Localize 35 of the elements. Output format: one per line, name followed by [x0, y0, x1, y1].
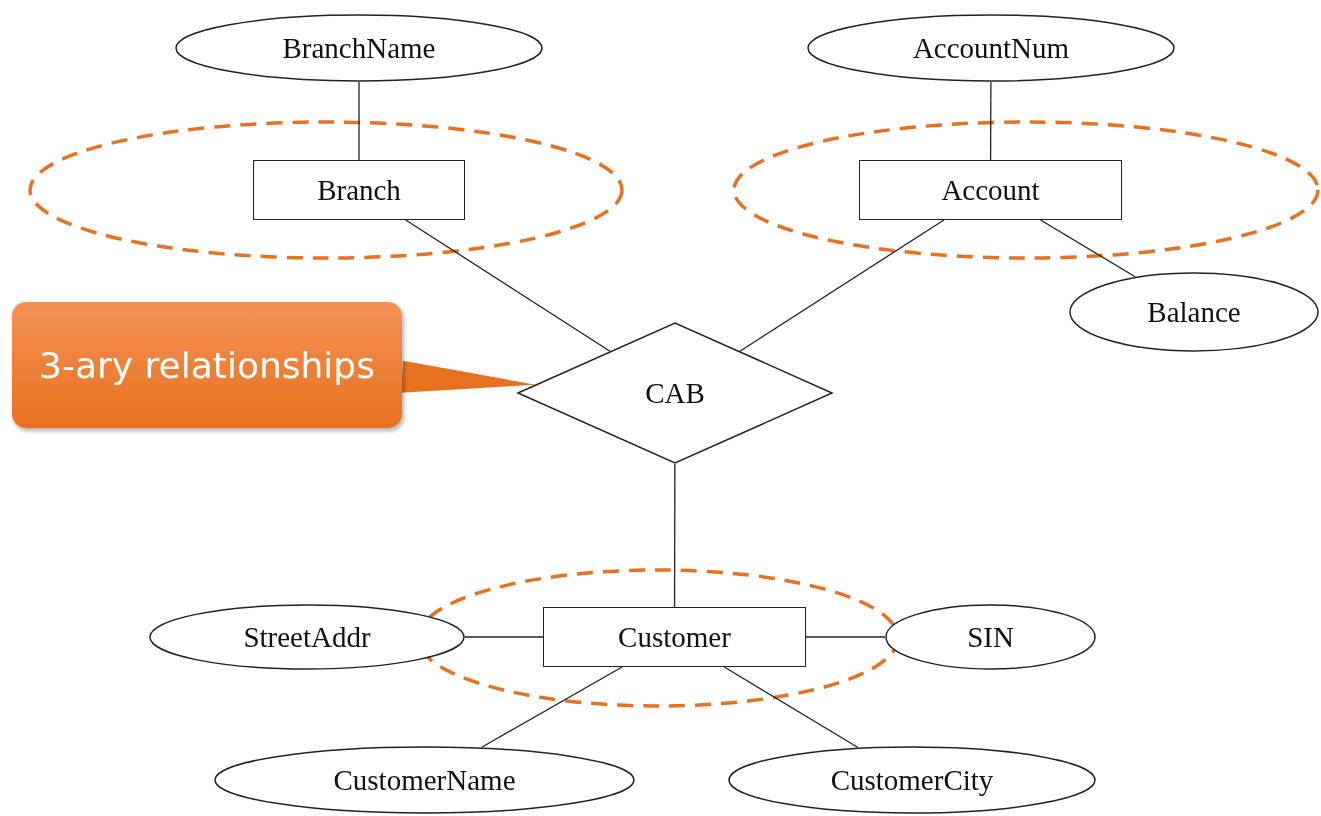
- connector-line: [723, 666, 859, 749]
- connector-line: [481, 666, 623, 748]
- entity-box: [543, 607, 806, 667]
- attribute-name: AccountNum: [912, 31, 1070, 65]
- callout-pointer: [401, 360, 536, 393]
- attribute-name: SIN: [967, 620, 1014, 654]
- attribute-ellipse: [149, 604, 465, 670]
- connector-line: [1039, 219, 1136, 278]
- attribute-ellipse: [214, 746, 635, 814]
- attribute-name: CustomerName: [333, 763, 516, 797]
- connector-line: [989, 81, 992, 161]
- connector-line: [805, 636, 886, 638]
- attribute-name: StreetAddr: [243, 620, 371, 654]
- entity-name: Account: [941, 173, 1040, 207]
- attribute-ellipse: [1069, 272, 1319, 352]
- attribute-ellipse: [885, 604, 1096, 670]
- attribute-name: CustomerCity: [830, 763, 994, 797]
- connector-line: [405, 219, 611, 352]
- entity-box: [859, 160, 1122, 220]
- callout-text: 3-ary relationships: [39, 343, 375, 388]
- attribute-name: Balance: [1147, 295, 1241, 329]
- relationship-name: CAB: [645, 376, 705, 410]
- attribute-ellipse: [807, 14, 1175, 82]
- connector-line: [739, 219, 945, 352]
- entity-name: Branch: [317, 173, 401, 207]
- connector-line: [673, 463, 676, 608]
- entity-name: Customer: [618, 620, 731, 654]
- attribute-name: BranchName: [282, 31, 436, 65]
- attribute-ellipse: [728, 746, 1096, 814]
- callout-box: [12, 302, 402, 428]
- connector-line: [464, 636, 544, 638]
- entity-box: [253, 160, 465, 220]
- connector-line: [358, 81, 360, 161]
- attribute-ellipse: [175, 14, 543, 82]
- relationship-diamond: [517, 322, 833, 464]
